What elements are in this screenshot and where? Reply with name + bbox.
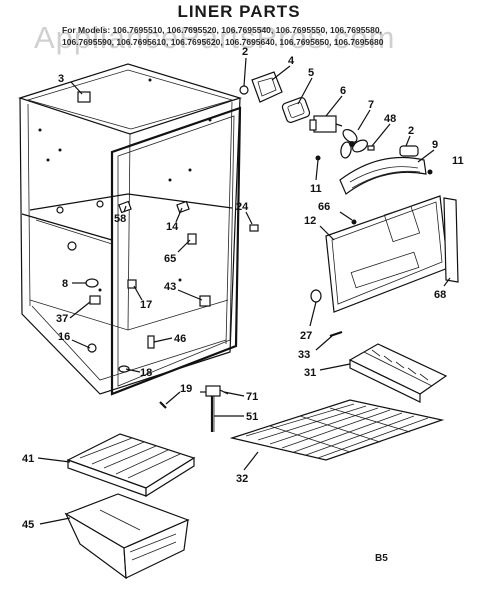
evaporator-cover-part-12 [325, 195, 449, 313]
watermark: AppliancePartsPros.com [34, 20, 396, 55]
callout-58: 58 [114, 213, 126, 225]
callout-33: 33 [298, 349, 310, 361]
fan-motor-part-6 [309, 115, 343, 133]
callout-51: 51 [246, 411, 258, 423]
crisper-drawer-part-45 [64, 493, 190, 580]
grommet-part-2 [239, 85, 249, 95]
callout-24: 24 [236, 201, 249, 213]
model-list: For Models: 106.7695510, 106.7695520, 10… [62, 24, 442, 48]
callout-27: 27 [300, 330, 312, 342]
grommet-right-part-2 [399, 145, 419, 157]
callout-11-right: 11 [452, 155, 464, 167]
callout-43: 43 [164, 281, 176, 293]
callout-48: 48 [384, 113, 396, 125]
wire-shelf-part-32 [229, 399, 445, 461]
callout-9: 9 [432, 139, 438, 151]
callout-31: 31 [304, 367, 316, 379]
callout-66: 66 [318, 201, 330, 213]
fan-blade-part-7 [340, 128, 368, 159]
callout-16: 16 [58, 331, 70, 343]
callout-3: 3 [58, 73, 64, 85]
callout-7: 7 [368, 99, 374, 111]
callout-19: 19 [180, 383, 192, 395]
trim-strip-part-68 [443, 197, 459, 283]
callout-37: 37 [56, 313, 68, 325]
capillary-part-51 [210, 396, 215, 432]
tray-part-41 [66, 433, 196, 498]
callout-6: 6 [340, 85, 346, 97]
callout-12: 12 [304, 215, 316, 227]
ice-tray-part-31 [348, 343, 448, 403]
liner-hardware [85, 200, 259, 409]
grommet-part-27 [310, 289, 322, 303]
callout-68: 68 [434, 289, 446, 301]
callout-41: 41 [22, 453, 34, 465]
callout-labels: 2 3 4 5 6 7 48 2 9 11 11 66 12 68 58 14 … [22, 46, 464, 531]
callout-4: 4 [288, 55, 295, 67]
callout-11-left: 11 [310, 183, 322, 195]
models-line-1: 106.7695510, 106.7695520, 106.7695540, 1… [112, 25, 382, 35]
callout-65: 65 [164, 253, 176, 265]
callout-45: 45 [22, 519, 34, 531]
callout-8: 8 [62, 278, 68, 290]
callout-5: 5 [308, 67, 314, 79]
diagram-title: LINER PARTS [177, 2, 301, 21]
callout-46: 46 [174, 333, 186, 345]
gasket-part-5 [281, 97, 311, 123]
callout-14: 14 [166, 221, 179, 233]
clip-part-48 [367, 145, 375, 151]
models-line-2: 106.7695590, 106.7695610, 106.7695620, 1… [62, 37, 384, 47]
screw-part-33 [329, 330, 343, 338]
liner-cabinet [18, 63, 242, 396]
fan-cover-part-9 [339, 157, 427, 195]
leader-lines [37, 57, 451, 525]
thermostat-part-71 [200, 385, 229, 397]
callout-32: 32 [236, 473, 248, 485]
callout-18: 18 [140, 367, 152, 379]
light-housing-part-4 [251, 71, 283, 103]
callout-2-right: 2 [408, 125, 414, 137]
callout-17: 17 [140, 299, 152, 311]
page-code: B5 [375, 553, 388, 564]
models-prefix: For Models: [62, 25, 111, 35]
callout-2-top: 2 [242, 46, 248, 58]
callout-71: 71 [246, 391, 258, 403]
